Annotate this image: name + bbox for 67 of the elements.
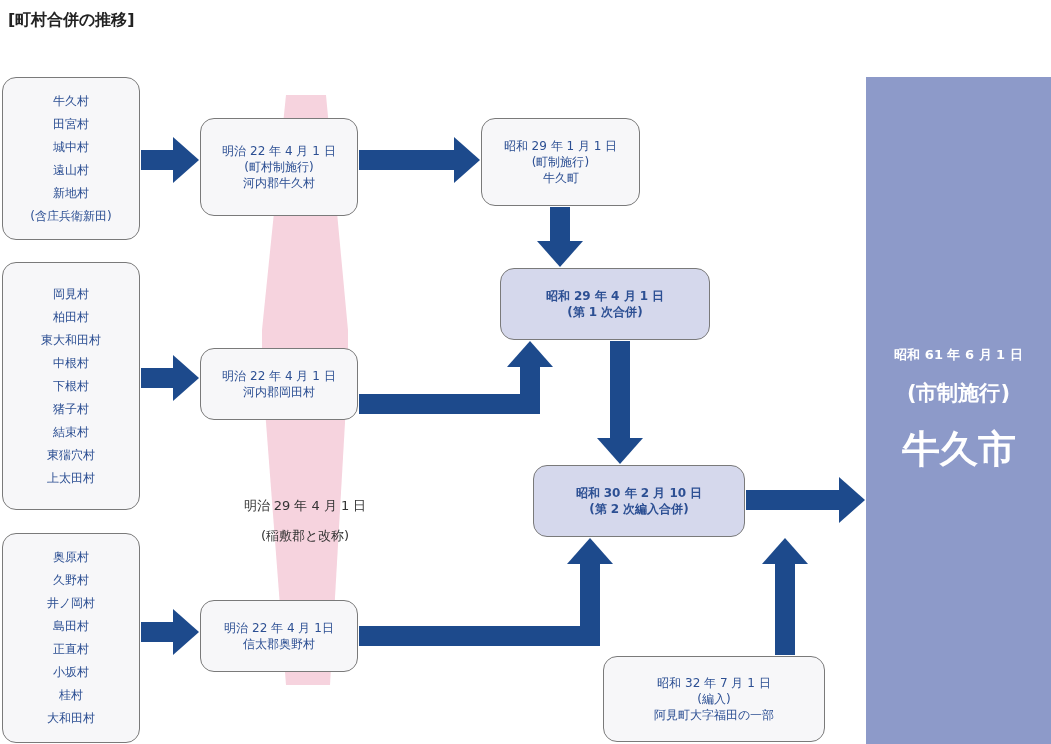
village-name: 柏田村 <box>53 308 89 326</box>
block-arrow <box>359 341 553 414</box>
village-name: 中根村 <box>53 354 89 372</box>
event-text: (市制施行) <box>906 380 1011 408</box>
village-name: 城中村 <box>53 138 89 156</box>
event-box <box>481 118 640 206</box>
event-text: (第 2 次編入合併) <box>589 501 689 518</box>
village-name: 遠山村 <box>53 161 89 179</box>
event-box <box>200 348 358 420</box>
village-name: 東猯穴村 <box>47 446 95 464</box>
village-name: 新地村 <box>53 184 89 202</box>
village-name: 牛久村 <box>53 92 89 110</box>
date-text: 昭和 32 年 7 月 1 日 <box>657 674 771 691</box>
event-text: 牛久町 <box>542 170 579 187</box>
village-name: 井ノ岡村 <box>47 595 95 612</box>
village-name: 久野村 <box>53 572 89 589</box>
village-name: 猪子村 <box>53 400 89 418</box>
village-list-box <box>2 77 140 240</box>
block-arrow <box>141 355 199 401</box>
village-name: 結束村 <box>53 423 89 441</box>
village-name: 正直村 <box>53 641 89 658</box>
note-text: 明治 29 年 4 月 1 日 <box>242 497 368 515</box>
village-name: 小坂村 <box>53 664 89 681</box>
block-arrow <box>141 609 199 655</box>
village-name: 上太田村 <box>47 469 95 487</box>
note-text: (稲敷郡と改称) <box>259 527 351 545</box>
village-name: 東大和田村 <box>41 331 101 349</box>
village-name: 田宮村 <box>53 115 89 133</box>
date-text: 昭和 61 年 6 月 1 日 <box>894 345 1023 364</box>
event-text: 信太郡奥野村 <box>243 636 315 653</box>
date-text: 明治 22 年 4 月 1日 <box>224 619 334 636</box>
event-text: (編入) <box>697 690 731 708</box>
block-arrow <box>359 137 480 183</box>
village-name: 大和田村 <box>47 710 95 727</box>
event-text: (町制施行) <box>531 153 590 171</box>
date-text: 昭和 29 年 1 月 1 日 <box>503 137 618 154</box>
block-arrow <box>359 538 613 646</box>
city-panel <box>866 77 1051 744</box>
village-name: 下根村 <box>53 377 89 395</box>
date-text: 明治 22 年 4 月 1 日 <box>222 367 336 384</box>
event-text: (第 1 次合併) <box>567 304 643 321</box>
event-box <box>533 465 745 537</box>
village-list-box <box>2 533 140 743</box>
village-name: 岡見村 <box>53 285 89 303</box>
block-arrow <box>597 341 643 464</box>
event-box <box>200 600 358 672</box>
village-name: 桂村 <box>59 687 83 704</box>
event-text: 河内郡牛久村 <box>243 175 315 192</box>
village-name: 奥原村 <box>53 549 89 566</box>
event-box <box>603 656 825 742</box>
event-text: 河内郡岡田村 <box>243 384 315 401</box>
date-text: 昭和 29 年 4 月 1 日 <box>545 287 665 304</box>
date-text: 明治 22 年 4 月 1 日 <box>222 142 336 159</box>
event-text: (町村制施行) <box>244 158 314 176</box>
village-name: 島田村 <box>53 618 89 635</box>
block-arrow <box>537 207 583 267</box>
event-text: 牛久市 <box>901 425 1016 473</box>
village-name: (含庄兵衛新田) <box>30 207 112 225</box>
block-arrow <box>746 477 865 523</box>
date-text: 昭和 30 年 2 月 10 日 <box>575 484 703 501</box>
event-box <box>200 118 358 216</box>
block-arrow <box>141 137 199 183</box>
event-box <box>500 268 710 340</box>
village-list-box <box>2 262 140 510</box>
block-arrow <box>762 538 808 655</box>
event-text: 阿見町大字福田の一部 <box>654 707 774 724</box>
title: [町村合併の推移] <box>8 10 135 31</box>
